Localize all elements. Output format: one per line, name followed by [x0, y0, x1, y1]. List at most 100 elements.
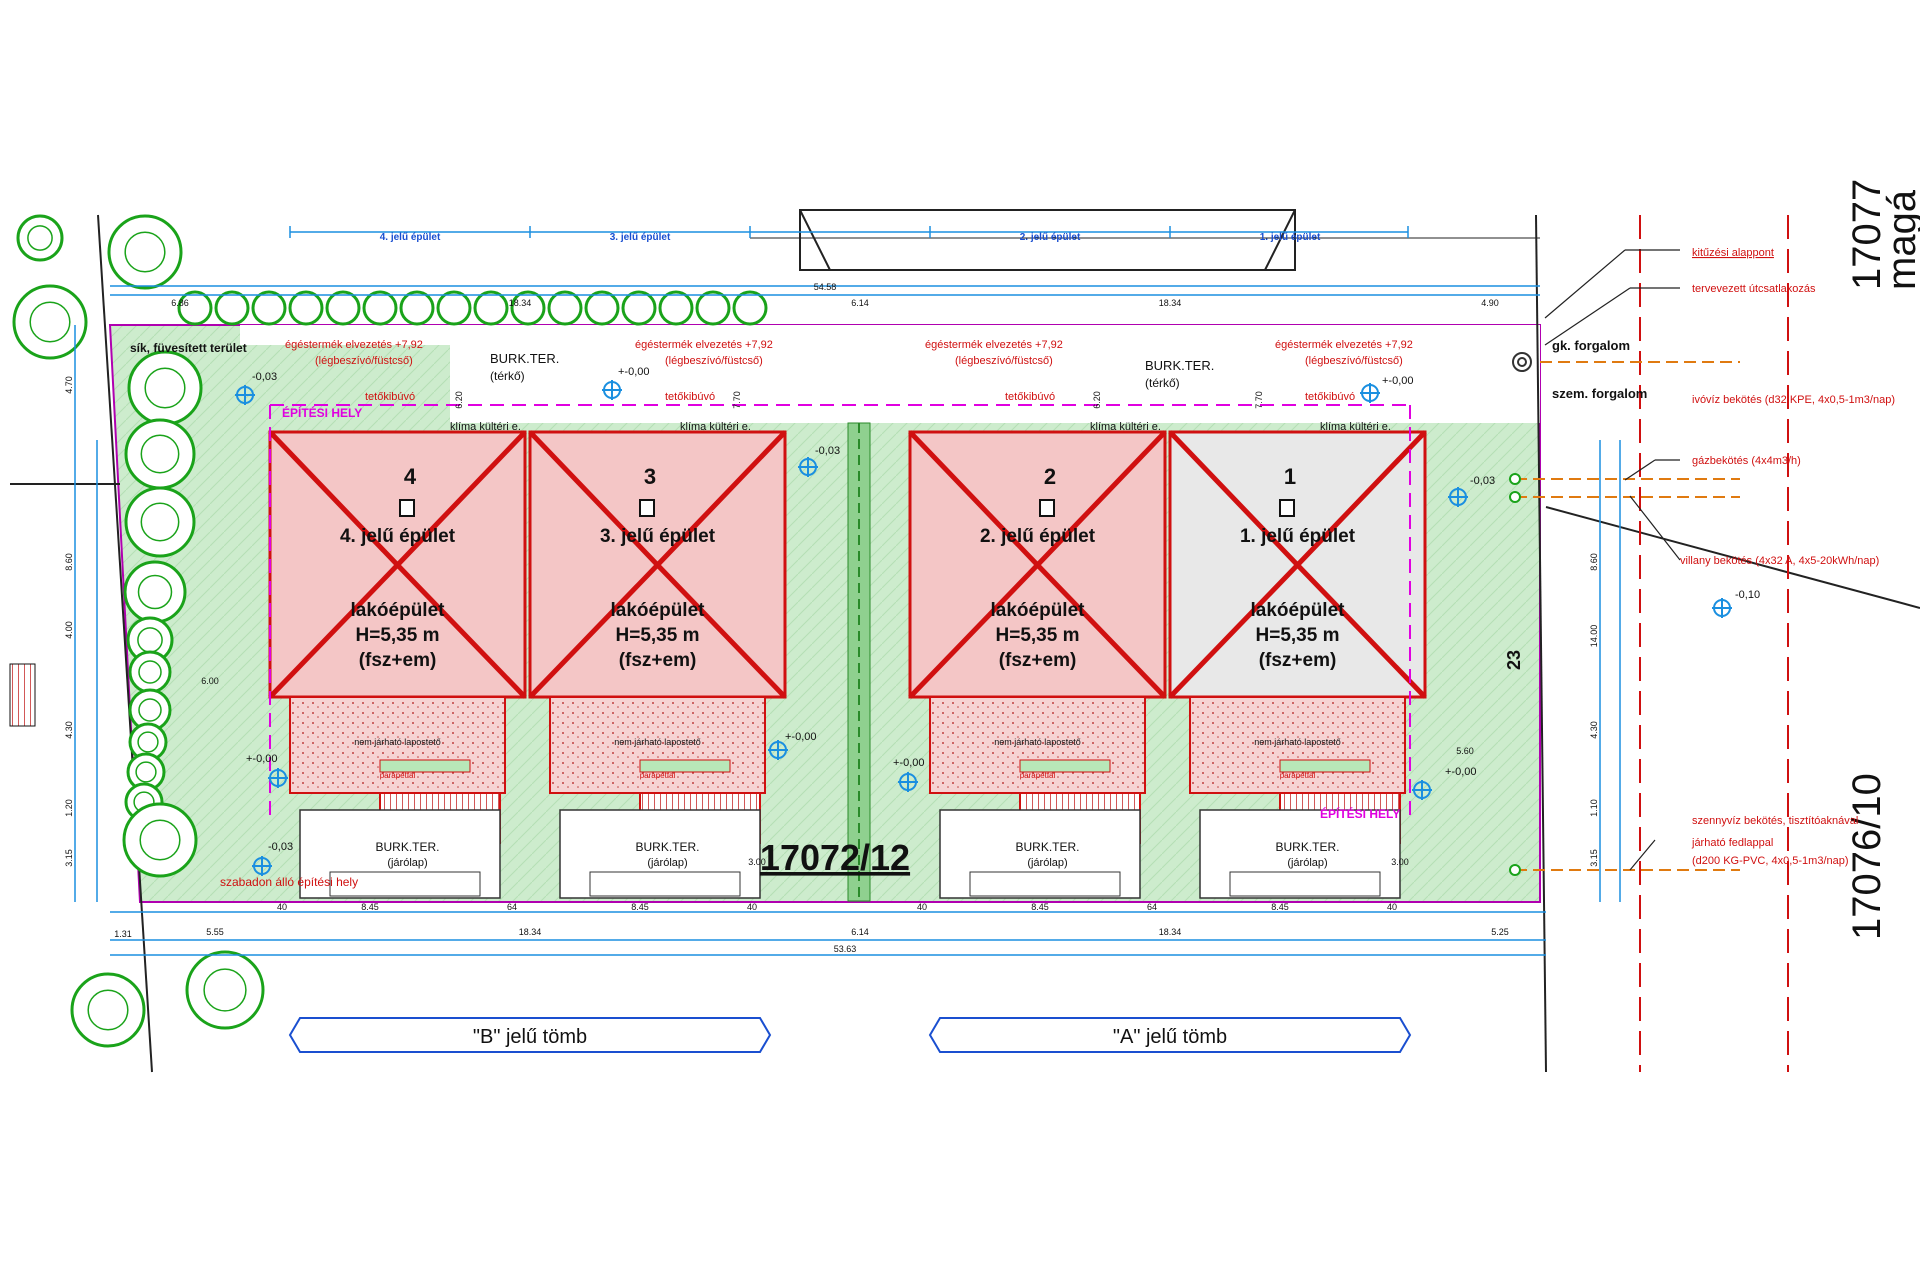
- building-height: H=5,35 m: [356, 625, 440, 646]
- paving-tiles: [329, 871, 481, 897]
- roof-hip-line: [655, 430, 787, 567]
- neighbor-top-suffix: magá: [1880, 189, 1920, 290]
- bottom-dim-value: 64: [507, 902, 517, 912]
- hedge-plant-icon: [547, 290, 583, 326]
- building-zone-top: ÉPÍTÉSI HELY: [282, 405, 362, 420]
- utility-lines: [1515, 361, 1740, 871]
- building-type: lakóépület: [611, 600, 706, 621]
- left-dim-value: 4.00: [64, 621, 74, 639]
- gas-label: gázbekötés (4x4m3/h): [1692, 455, 1801, 467]
- roof-hip-line: [528, 563, 660, 699]
- roof-hip-line: [395, 563, 527, 699]
- paving-tiles: [589, 871, 741, 897]
- misc-dim-value: 3.00: [748, 857, 766, 867]
- paving-tiles: [1229, 871, 1381, 897]
- chimney-icon: [639, 499, 655, 517]
- right-dim-value: 1.10: [1589, 799, 1599, 817]
- paving-top-right: BURK.TER.: [1145, 358, 1214, 373]
- roof-hip-line: [268, 430, 400, 567]
- building-floors: (fsz+em): [619, 650, 697, 671]
- pedestrian-traffic-label: szem. forgalom: [1552, 386, 1647, 401]
- bottom-dim-value: 40: [1387, 902, 1397, 912]
- bottom-paving-sub: (járólap): [1027, 857, 1067, 869]
- building-number: 3: [644, 464, 656, 489]
- bottom-paving-label: BURK.TER.: [635, 840, 699, 854]
- section-marker-icon: [9, 663, 36, 727]
- top-dim-label: 3. jelű épület: [610, 232, 671, 243]
- roof-hip-line: [655, 563, 787, 699]
- parapet-label: parapetfal: [1280, 771, 1316, 780]
- tree-icon: [70, 972, 146, 1048]
- ac-unit-label: klíma kültéri e.: [450, 421, 521, 433]
- boundary-lines: [10, 214, 1920, 1073]
- bottom-total-dim: 53.63: [834, 944, 857, 954]
- chimney-icon: [399, 499, 415, 517]
- paving-tiles: [969, 871, 1121, 897]
- parapet: [1279, 759, 1371, 773]
- tree-icon: [128, 650, 172, 694]
- top-dim-label: 2. jelű épület: [1020, 232, 1081, 243]
- bottom-dim-value: 18.34: [519, 927, 542, 937]
- bottom-paving-sub: (járólap): [387, 857, 427, 869]
- hedge-plant-icon: [732, 290, 768, 326]
- block-label-frames: [288, 1017, 1412, 1053]
- bottom-dim-value: 8.45: [631, 902, 649, 912]
- ac-unit-label: klíma kültéri e.: [1320, 421, 1391, 433]
- roof-hip-line: [528, 430, 660, 567]
- bottom-dim-value: 8.45: [361, 902, 379, 912]
- left-dim-value: 3.15: [64, 849, 74, 867]
- parapet: [639, 759, 731, 773]
- roof-hip-line: [395, 430, 527, 567]
- tree-icon: [122, 802, 198, 878]
- building-name: 4. jelű épület: [340, 526, 456, 547]
- hedge-plant-icon: [658, 290, 694, 326]
- level-minus-003-center: -0,03: [815, 445, 840, 457]
- top-dim-label: 4. jelű épület: [380, 232, 441, 243]
- level-plus-000-topleft: +-0,00: [618, 366, 650, 378]
- building-name: 1. jelű épület: [1240, 526, 1356, 547]
- mid-dim-value: 7.70: [1254, 391, 1264, 409]
- level-plus-000-mid: +-0,00: [893, 757, 925, 769]
- roof-vent-label: tetőkibúvó: [1005, 391, 1055, 403]
- parcel-number: 17072/12: [760, 837, 910, 878]
- level-minus-010: -0,10: [1735, 589, 1760, 601]
- right-dim-value: 3.15: [1589, 849, 1599, 867]
- street-connection-label: tervevezett útcsatlakozás: [1692, 283, 1816, 295]
- building-height: H=5,35 m: [616, 625, 700, 646]
- exhaust-sub-label: (légbeszívó/füstcső): [665, 355, 763, 367]
- level-plus-000-right: +-0,00: [1445, 766, 1477, 778]
- tree-icon: [185, 950, 265, 1030]
- roof-hip-line: [908, 563, 1040, 699]
- paving-top-left-sub: (térkő): [490, 369, 525, 383]
- building-zone-bottom: ÉPÍTÉSI HELY: [1320, 806, 1400, 821]
- building-floors: (fsz+em): [999, 650, 1077, 671]
- hedge-plant-icon: [399, 290, 435, 326]
- bottom-dim-value: 64: [1147, 902, 1157, 912]
- building-number: 4: [404, 464, 417, 489]
- misc-dim-value: 6.00: [201, 676, 219, 686]
- bottom-dim-value: 5.25: [1491, 927, 1509, 937]
- misc-dim-value: 5.60: [1456, 746, 1474, 756]
- top-dimension-chain: [110, 226, 1540, 296]
- bottom-dim-value: 5.55: [206, 927, 224, 937]
- flat-roof-label: nem járható lapostető: [614, 737, 701, 747]
- paving-top-left: BURK.TER.: [490, 351, 559, 366]
- building-type: lakóépület: [991, 600, 1086, 621]
- tree-icon: [12, 284, 88, 360]
- right-dim-value: 4.30: [1589, 721, 1599, 739]
- roof-hip-line: [908, 430, 1040, 567]
- level-minus-003-left: -0,03: [252, 371, 277, 383]
- flat-roof: [549, 696, 766, 794]
- exhaust-sub-label: (légbeszívó/füstcső): [955, 355, 1053, 367]
- bottom-dim-value: 40: [277, 902, 287, 912]
- top-dim-value: 18.34: [1159, 298, 1182, 308]
- hedge-plant-icon: [251, 290, 287, 326]
- right-dim-value: 14.00: [1589, 625, 1599, 648]
- grass-label: sík, füvesített terület: [130, 341, 247, 355]
- parapet: [1019, 759, 1111, 773]
- roof-vent-label: tetőkibúvó: [665, 391, 715, 403]
- exhaust-label: égéstermék elvezetés +7,92: [925, 339, 1063, 351]
- top-dim-label: 1. jelű épület: [1260, 232, 1321, 243]
